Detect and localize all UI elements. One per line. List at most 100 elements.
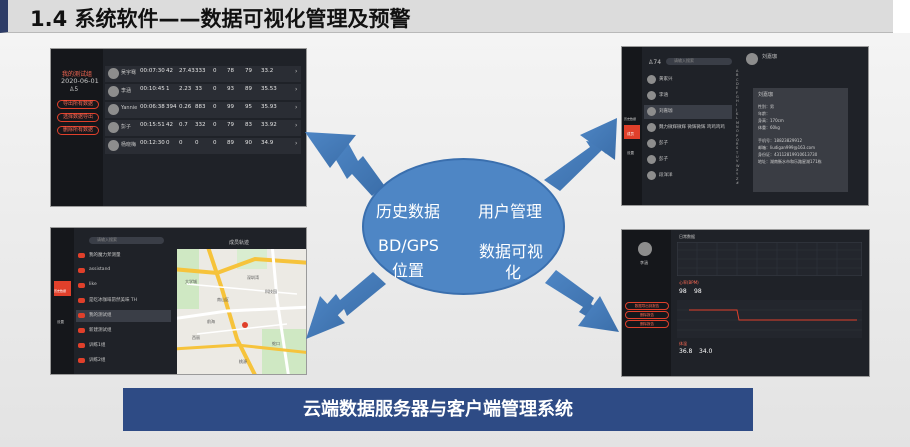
daily-data-heading: 日常数据 [679,234,695,239]
member-item[interactable]: 彭子 [644,153,732,167]
member-avatar [647,123,656,132]
temperature-value-2: 34.0 [699,348,713,355]
alpha-letter[interactable]: T [736,150,739,155]
title-bar: 1.4 系统软件——数据可视化管理及预警 [0,0,893,33]
row-chevron-icon[interactable]: › [295,122,298,129]
group-name: 是吃冰咖啡昂然美味 TH [89,298,138,303]
alpha-letter[interactable]: B [736,73,739,78]
temperature-value-1: 36.8 [679,348,693,355]
group-item[interactable]: 我的魔力斧测量 [76,250,171,262]
alpha-letter[interactable]: L [736,116,738,121]
nav-members-item[interactable]: 成员 [624,125,640,139]
map-place-label: 桃源 [239,359,247,364]
alpha-letter[interactable]: Q [736,137,739,142]
row-value-f: 83 [245,122,252,128]
map-view[interactable]: 大学城深圳湾南山区科技园西丽桃源蛇口前海 [177,249,306,374]
row-value-a: 42 [166,68,173,74]
alpha-letter[interactable]: V [736,159,739,164]
alpha-letter[interactable]: E [736,86,739,91]
alpha-letter[interactable]: J [736,107,738,112]
alpha-letter[interactable]: K [736,112,739,116]
alpha-letter[interactable]: P [736,133,739,138]
member-name: 刘嘉珈 [659,109,673,114]
row-value-time: 00:12:30 [140,140,165,146]
row-chevron-icon[interactable]: › [295,68,298,75]
alpha-letter[interactable]: H [736,99,739,104]
export-all-button[interactable]: 导出所有数据 [57,100,99,109]
profile-line: 手机号：18823829912 [758,138,802,143]
member-name: 段洋洋 [659,173,673,178]
session-date: 2020-06-01 [61,77,99,85]
alpha-letter[interactable]: F [736,90,739,95]
row-value-e: 89 [227,140,234,146]
alpha-letter[interactable]: O [736,129,739,134]
export-selected-button[interactable]: 选择数据导出 [57,113,99,122]
nav-history-item[interactable]: 历史数据 [624,109,640,121]
alpha-letter[interactable]: W [736,163,740,168]
alpha-letter[interactable]: I [736,103,738,108]
member-name: 彭子 [659,141,668,146]
profile-line: 年龄： [758,111,770,116]
group-tag [78,358,85,363]
heart-rate-value-2: 98 [694,288,702,295]
alpha-letter[interactable]: M [736,120,740,125]
member-item[interactable]: 魏力微辉微辉 微辉微辉 鸡鸡鸡鸡 [644,121,732,135]
alpha-letter[interactable]: # [736,180,739,185]
row-value-b: 0 [179,140,183,146]
row-value-g: 35.93 [261,104,277,110]
vis-user-avatar [638,242,652,256]
row-value-d: 0 [213,140,217,146]
member-item[interactable]: 黄家兴 [644,73,732,87]
row-value-f: 90 [245,140,252,146]
group-item[interactable]: 训练1组 [76,340,171,352]
delete-all-button[interactable]: 删除所有数据 [57,126,99,135]
group-item[interactable]: 我的测试组 [76,310,171,322]
alpha-letter[interactable]: S [736,146,739,151]
alpha-letter[interactable]: Y [736,172,739,177]
alpha-letter[interactable]: G [736,94,739,99]
row-chevron-icon[interactable]: › [295,140,298,147]
member-item[interactable]: 李涵 [644,89,732,103]
member-search-input[interactable]: 请输入搜索 [666,58,732,65]
map-nav-settings[interactable]: 设置 [54,314,71,326]
row-chevron-icon[interactable]: › [295,86,298,93]
member-item[interactable]: 彭子 [644,137,732,151]
group-tag [78,268,85,273]
row-value-g: 33.2 [261,68,274,74]
map-canvas [177,249,306,374]
system-banner: 云端数据服务器与客户端管理系统 [123,388,753,431]
group-name: 我的魔力斧测量 [89,253,121,258]
delete-report-button-1[interactable]: 删除报告 [625,311,669,319]
group-item[interactable]: like [76,280,171,292]
delete-report-button-2[interactable]: 删除报告 [625,320,669,328]
alpha-letter[interactable]: U [736,155,739,159]
map-search-input[interactable]: 请输入搜索 [89,237,164,244]
row-chevron-icon[interactable]: › [295,104,298,111]
group-item[interactable]: assistand [76,265,171,277]
member-item[interactable]: 段洋洋 [644,169,732,183]
alpha-letter[interactable]: X [736,167,739,172]
group-tag [78,253,85,258]
group-tag [78,298,85,303]
alpha-letter[interactable]: Z [736,176,739,181]
vis-user-name: 李涵 [640,260,648,265]
alpha-letter[interactable]: N [736,124,739,129]
alpha-letter[interactable]: D [736,81,739,86]
group-item[interactable]: 是吃冰咖啡昂然美味 TH [76,295,171,307]
heart-rate-value-1: 98 [679,288,687,295]
map-nav-history[interactable]: 历史数据 [54,281,71,296]
alpha-letter[interactable]: R [736,142,739,147]
nav-settings-item[interactable]: 设置 [624,145,640,157]
group-item[interactable]: 新建测试组 [76,325,171,337]
alpha-letter[interactable]: A [736,69,739,73]
member-item[interactable]: 刘嘉珈 [644,105,732,119]
export-report-button[interactable]: 数据导出到报告 [625,302,669,310]
alpha-letter[interactable]: C [736,77,739,82]
group-item[interactable]: 训练2组 [76,355,171,367]
